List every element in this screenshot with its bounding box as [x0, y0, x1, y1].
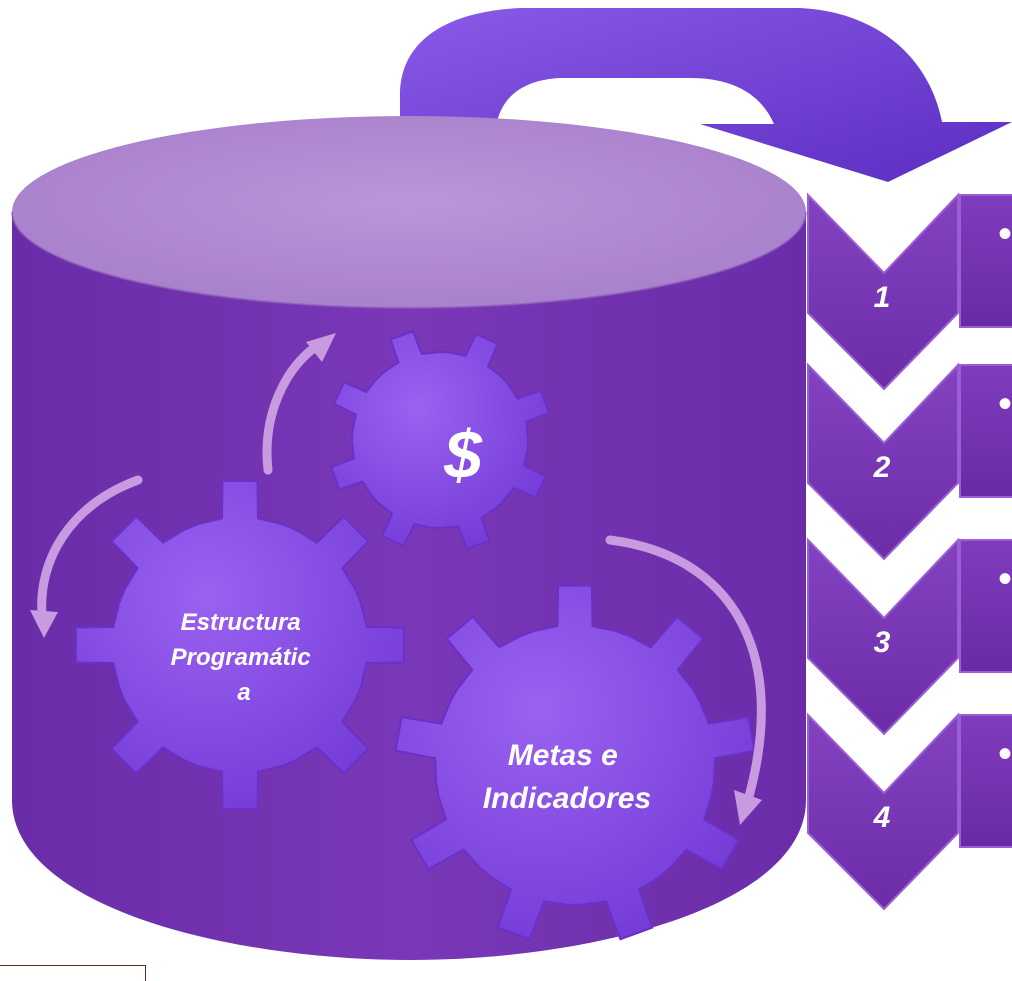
big-curved-arrow — [400, 8, 1012, 190]
step-chevron-2 — [807, 362, 959, 561]
gear-label-metas: Metas e Indicadores — [483, 739, 651, 815]
cylinder-top — [12, 116, 806, 308]
step-2: 2• — [807, 362, 1012, 561]
step-1: 1• — [807, 192, 1012, 391]
step-box-2 — [959, 364, 1012, 498]
gear-estructura — [74, 479, 406, 811]
arrowhead-estructura — [30, 610, 58, 638]
step-chevron-1 — [807, 192, 959, 391]
curved-arrow-to-estructura — [37, 475, 143, 620]
curved-arrow-estructura-to-dollar — [262, 340, 323, 475]
arrowhead-dollar — [306, 333, 336, 362]
step-chevron-4 — [807, 712, 959, 911]
step-box-4 — [959, 714, 1012, 848]
step-box-1 — [959, 194, 1012, 328]
step-3: 3• — [807, 537, 1012, 736]
arrowhead-metas — [734, 790, 762, 825]
step-bullet-3: • — [998, 557, 1012, 601]
gear-label-dollar: $ — [443, 417, 483, 493]
step-bullet-2: • — [998, 382, 1012, 426]
step-chevron-3 — [807, 537, 959, 736]
gear-dollar — [330, 330, 550, 550]
step-number-1: 1 — [874, 281, 891, 314]
curved-arrow-dollar-to-metas — [605, 535, 766, 805]
step-number-3: 3 — [874, 626, 891, 659]
gear-label-estructura: Estructura Programátic a — [171, 609, 318, 706]
gear-metas — [394, 584, 756, 941]
step-4: 4• — [807, 712, 1012, 911]
step-number-4: 4 — [873, 801, 891, 834]
step-number-2: 2 — [873, 451, 891, 484]
step-bullet-4: • — [998, 732, 1012, 776]
step-box-3 — [959, 539, 1012, 673]
step-bullet-1: • — [998, 212, 1012, 256]
corner-frame — [0, 965, 146, 981]
